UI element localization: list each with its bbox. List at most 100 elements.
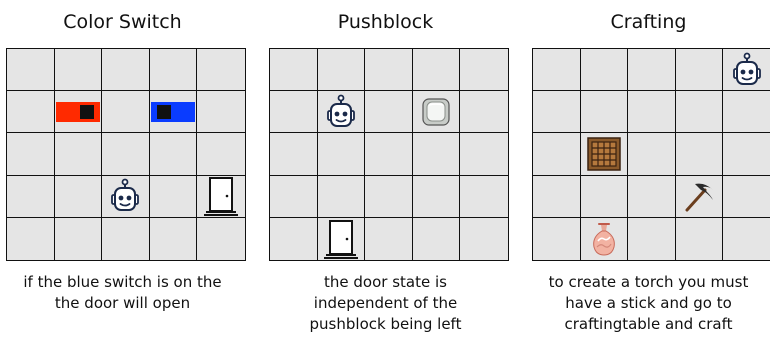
grid-cell — [102, 218, 150, 260]
grid-cell — [460, 91, 508, 133]
panel-color-switch: Color Switch if the blue switch is on th… — [0, 0, 245, 343]
caption-line: to create a torch you must — [526, 272, 770, 293]
grid-cell — [413, 133, 461, 175]
grid-cell — [55, 176, 103, 218]
grid-cell — [676, 218, 724, 260]
grid-cell — [413, 218, 461, 260]
crafting-table-icon — [587, 137, 621, 171]
grid-cell — [7, 176, 55, 218]
grid-cell — [365, 49, 413, 91]
grid-cell — [7, 133, 55, 175]
grid-cell — [55, 49, 103, 91]
caption-line: pushblock being left — [263, 314, 508, 335]
grid-cell — [365, 91, 413, 133]
caption-line: the door will open — [0, 293, 245, 314]
grid-cell — [270, 133, 318, 175]
caption-line: if the blue switch is on the — [0, 272, 245, 293]
grid-cell — [723, 49, 770, 91]
grid-cell — [628, 218, 676, 260]
grid-cell — [533, 133, 581, 175]
grid-cell — [197, 218, 245, 260]
grid-cell — [318, 91, 366, 133]
grid-cell — [55, 91, 103, 133]
grid-cell — [55, 218, 103, 260]
grid-cell — [413, 176, 461, 218]
grid-cell — [413, 49, 461, 91]
grid-cell — [7, 218, 55, 260]
grid-cell — [150, 91, 198, 133]
grid-cell — [7, 91, 55, 133]
grid-cell — [723, 133, 770, 175]
robot-icon — [323, 94, 359, 130]
panel-pushblock: Pushblock the door state is independent … — [263, 0, 508, 343]
pushblock-icon — [421, 97, 451, 127]
grid-cell — [628, 133, 676, 175]
panel-caption: if the blue switch is on the the door wi… — [0, 272, 245, 314]
grid-cell — [102, 176, 150, 218]
grid-cell — [365, 176, 413, 218]
robot-icon — [107, 178, 143, 214]
grid-cell — [676, 49, 724, 91]
grid-cell — [460, 49, 508, 91]
panel-caption: to create a torch you must have a stick … — [526, 272, 770, 335]
panel-title: Crafting — [526, 8, 770, 36]
grid-cell — [197, 176, 245, 218]
door-icon — [324, 219, 358, 259]
grid-world — [6, 48, 246, 261]
grid-cell — [150, 133, 198, 175]
grid-cell — [581, 49, 629, 91]
panel-crafting: Crafting to create a torch you must have… — [526, 0, 770, 343]
grid-world — [269, 48, 509, 261]
grid-cell — [318, 49, 366, 91]
grid-cell — [7, 49, 55, 91]
grid-cell — [318, 133, 366, 175]
grid-cell — [533, 91, 581, 133]
switch-blue-icon — [151, 102, 195, 122]
grid-cell — [460, 218, 508, 260]
grid-cell — [723, 91, 770, 133]
grid-cell — [460, 176, 508, 218]
grid-cell — [723, 176, 770, 218]
grid-cell — [676, 176, 724, 218]
grid-cell — [676, 133, 724, 175]
grid-cell — [533, 49, 581, 91]
grid-cell — [270, 91, 318, 133]
panel-caption: the door state is independent of the pus… — [263, 272, 508, 335]
door-icon — [204, 176, 238, 216]
grid-cell — [150, 218, 198, 260]
caption-line: have a stick and go to — [526, 293, 770, 314]
panel-title: Pushblock — [263, 8, 508, 36]
grid-cell — [270, 218, 318, 260]
grid-cell — [150, 176, 198, 218]
caption-line: the door state is — [263, 272, 508, 293]
grid-cell — [581, 133, 629, 175]
caption-line: independent of the — [263, 293, 508, 314]
grid-cell — [197, 133, 245, 175]
grid-cell — [365, 133, 413, 175]
grid-cell — [676, 91, 724, 133]
grid-cell — [460, 133, 508, 175]
grid-cell — [533, 218, 581, 260]
grid-cell — [102, 49, 150, 91]
grid-cell — [55, 133, 103, 175]
pickaxe-icon — [681, 178, 717, 214]
grid-cell — [628, 91, 676, 133]
grid-cell — [413, 91, 461, 133]
grid-cell — [365, 218, 413, 260]
grid-cell — [197, 91, 245, 133]
grid-cell — [150, 49, 198, 91]
grid-cell — [102, 133, 150, 175]
grid-cell — [270, 176, 318, 218]
grid-cell — [533, 176, 581, 218]
grid-cell — [270, 49, 318, 91]
grid-cell — [318, 218, 366, 260]
bag-icon — [589, 221, 619, 257]
grid-cell — [581, 91, 629, 133]
grid-world — [532, 48, 770, 261]
grid-cell — [628, 176, 676, 218]
switch-red-icon — [56, 102, 100, 122]
panel-title: Color Switch — [0, 8, 245, 36]
caption-line: craftingtable and craft — [526, 314, 770, 335]
grid-cell — [581, 176, 629, 218]
grid-cell — [723, 218, 770, 260]
